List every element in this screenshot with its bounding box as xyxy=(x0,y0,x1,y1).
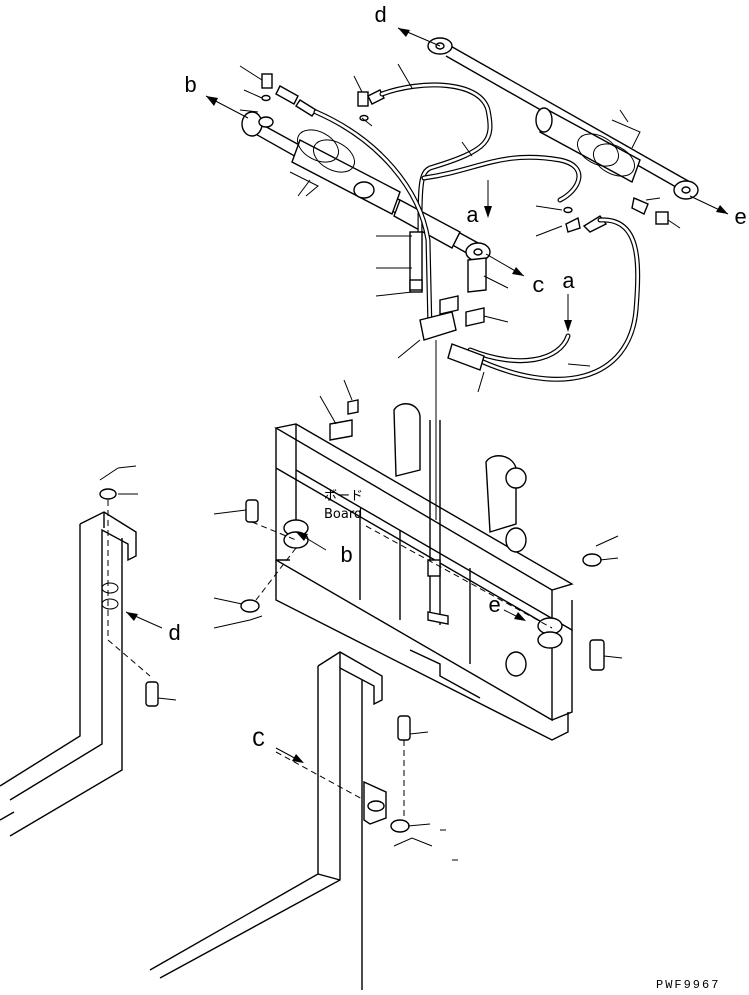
label-c-lower: C xyxy=(252,728,265,753)
drawing-code: PWF9967 xyxy=(656,978,720,992)
fork-carriage xyxy=(274,403,574,741)
label-e-upper: e xyxy=(734,206,747,231)
direction-arrows xyxy=(125,27,729,763)
label-a-upper: a xyxy=(466,204,479,229)
board-note-japanese: ボード xyxy=(324,489,363,504)
left-fork xyxy=(0,500,151,837)
right-fork xyxy=(149,651,405,990)
cylinder-fittings xyxy=(261,73,669,233)
board-note-english: Board xyxy=(324,507,362,522)
board-note: ボード Board xyxy=(324,489,363,522)
hydraulic-hoses xyxy=(313,82,641,382)
label-d-lower: d xyxy=(168,622,181,647)
label-e-lower: e xyxy=(488,594,501,619)
reference-letters: d b e a c a b e d C xyxy=(168,4,747,753)
leader-lines xyxy=(99,63,681,861)
board-plate xyxy=(319,379,359,441)
assembly-lines xyxy=(251,521,553,801)
right-lift-cylinder xyxy=(427,37,699,200)
label-b-lower: b xyxy=(340,544,353,569)
hose-clamps-and-block xyxy=(409,231,487,371)
left-pins-washers xyxy=(99,488,605,833)
label-a-lower: a xyxy=(562,270,575,295)
left-lift-cylinder xyxy=(241,111,491,262)
label-d-upper: d xyxy=(374,4,387,29)
label-b-upper: b xyxy=(184,74,197,99)
label-c-upper: c xyxy=(532,274,545,299)
